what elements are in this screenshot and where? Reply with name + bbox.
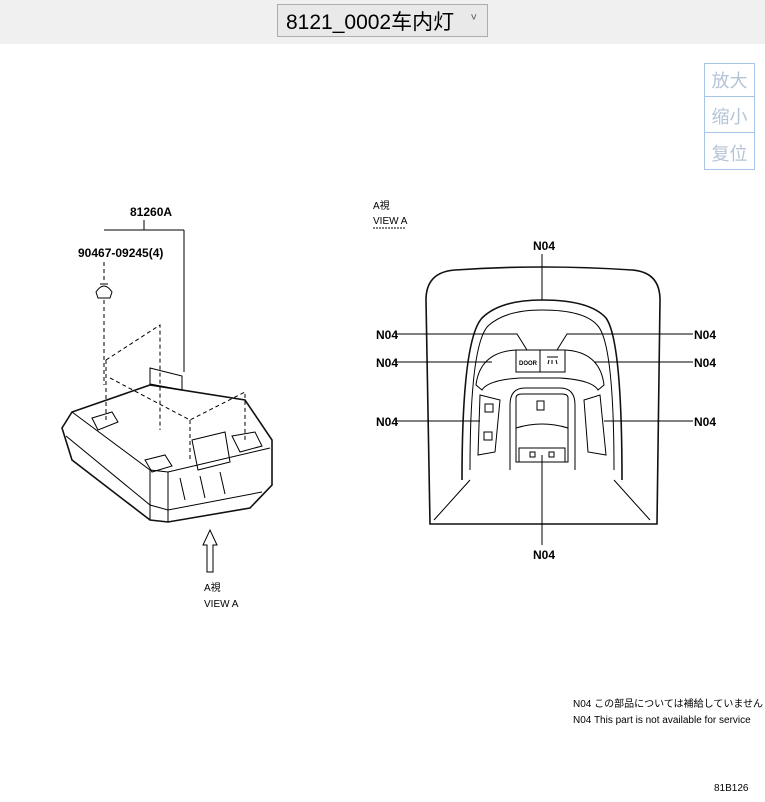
part-number-label[interactable]: 90467-09245(4) xyxy=(78,246,163,260)
part-number-label[interactable]: 81260A xyxy=(130,205,172,219)
view-label-en: VIEW A xyxy=(373,216,408,227)
diagram-select-value: 8121_0002车内灯 xyxy=(286,10,455,34)
top-toolbar: 8121_0002车内灯 ˅ xyxy=(0,0,765,44)
screw-clip-icon xyxy=(95,283,113,299)
callout-label[interactable]: N04 xyxy=(376,356,398,370)
note-jp: N04 この部品については補給していません xyxy=(573,697,763,710)
callout-label[interactable]: N04 xyxy=(694,356,716,370)
diagram-select[interactable]: 8121_0002车内灯 ˅ xyxy=(277,4,488,37)
callout-label[interactable]: N04 xyxy=(533,548,555,562)
reset-zoom-button[interactable]: 复位 xyxy=(711,143,748,164)
dome-light-button[interactable] xyxy=(539,349,566,373)
illustration-id: 81B126 xyxy=(714,783,749,794)
view-direction-arrow-icon xyxy=(202,528,218,573)
chevron-down-icon: ˅ xyxy=(470,12,477,24)
dome-light-housing xyxy=(61,324,273,523)
door-button-label: DOOR xyxy=(519,361,538,367)
callout-label[interactable]: N04 xyxy=(694,328,716,342)
callout-label[interactable]: N04 xyxy=(376,415,398,429)
view-a-drawing: A視 VIEW A DOOR N04 N04 N04 N04 N04 N04 N… xyxy=(373,199,716,562)
zoom-in-button[interactable]: 放大 xyxy=(705,64,754,97)
note-en: N04 This part is not available for servi… xyxy=(573,715,751,726)
view-label-jp: A視 xyxy=(373,199,390,212)
callout-label[interactable]: N04 xyxy=(694,415,716,429)
callout-label[interactable]: N04 xyxy=(533,239,555,253)
zoom-controls: 放大 缩小 复位 xyxy=(704,63,755,170)
assembly-drawing: 81260A 90467-09245(4) A視 VIEW A xyxy=(61,205,273,610)
view-label-en: VIEW A xyxy=(204,599,239,610)
parts-diagram: 81260A 90467-09245(4) A視 VIEW A A視 VIEW … xyxy=(61,199,763,794)
zoom-out-button[interactable]: 缩小 xyxy=(705,100,754,133)
callout-label[interactable]: N04 xyxy=(376,328,398,342)
view-label-jp: A視 xyxy=(204,581,221,594)
